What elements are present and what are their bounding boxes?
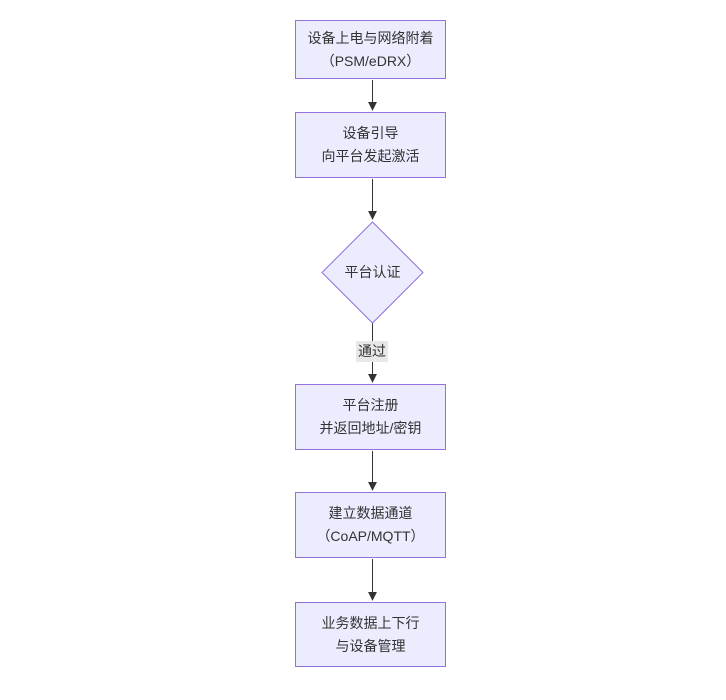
node-text-line: 向平台发起激活 — [321, 148, 420, 164]
flow-node-power-on-network-attach: 设备上电与网络附着 （PSM/eDRX） — [295, 20, 446, 79]
node-text-line: （CoAP/MQTT） — [316, 528, 425, 544]
decision-diamond-shape — [321, 221, 424, 324]
decision-label-platform-auth: 平台认证 — [344, 264, 401, 280]
flow-node-device-bootstrap-activate: 设备引导 向平台发起激活 — [295, 112, 446, 178]
flow-node-platform-register: 平台注册 并返回地址/密钥 — [295, 384, 446, 450]
edge-label-pass: 通过 — [356, 341, 388, 362]
node-text-line: 业务数据上下行 — [321, 614, 420, 631]
flow-node-establish-data-channel: 建立数据通道 （CoAP/MQTT） — [295, 492, 446, 558]
node-text-line: 平台注册 — [342, 397, 399, 413]
node-text-line: （PSM/eDRX） — [320, 52, 421, 69]
flow-node-business-data-device-mgmt: 业务数据上下行 与设备管理 — [295, 602, 446, 667]
node-text-line: 并返回地址/密钥 — [319, 420, 422, 436]
node-text-line: 与设备管理 — [335, 637, 406, 654]
node-text-line: 设备引导 — [342, 125, 399, 141]
node-text-line: 建立数据通道 — [328, 505, 413, 521]
node-text-line: 设备上电与网络附着 — [307, 29, 434, 46]
